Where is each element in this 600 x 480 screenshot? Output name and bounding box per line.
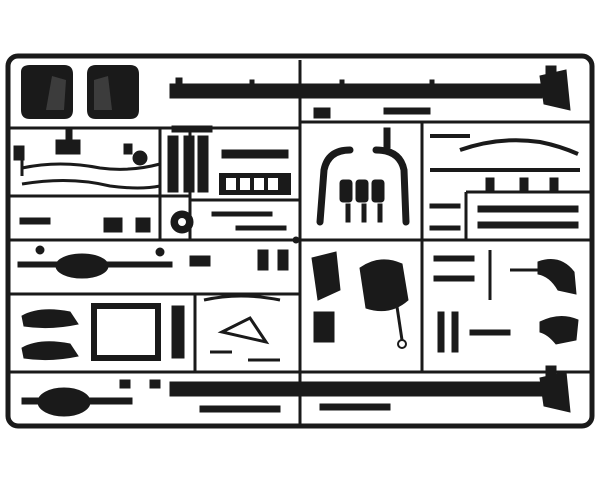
part-pedals (433, 255, 511, 353)
part-leaf-springs (167, 125, 213, 193)
part-wheel-hub (170, 210, 287, 234)
part-chassis-rail-top (169, 65, 571, 111)
part-small-brackets (13, 129, 151, 233)
part-seat-left (21, 65, 73, 119)
part-rear-axle (21, 379, 161, 417)
sprue-frame (5, 53, 595, 429)
part-seat-right (87, 65, 139, 119)
part-top-pegs (292, 107, 431, 244)
part-grille (219, 149, 291, 195)
part-exhaust-pipes (316, 146, 410, 226)
part-fender-pieces (21, 309, 79, 361)
part-ladder-strips (429, 177, 579, 231)
part-suspension-arms (203, 294, 281, 362)
part-front-axle (17, 245, 289, 279)
part-chassis-rail-bottom (169, 365, 571, 413)
part-shock-absorbers (339, 179, 385, 223)
part-engine-frame (91, 303, 185, 361)
part-steering-arms (488, 250, 579, 345)
part-drive-shaft (430, 134, 580, 172)
part-dashboard (311, 251, 409, 349)
